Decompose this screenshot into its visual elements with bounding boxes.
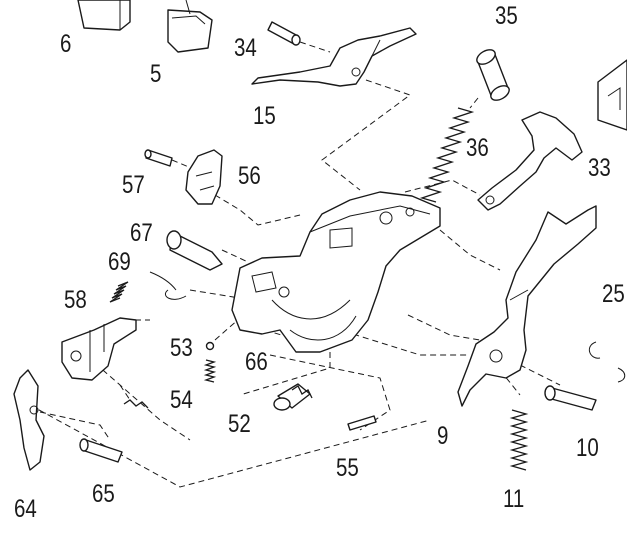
part-67-tube (166, 230, 223, 271)
clip (149, 271, 187, 300)
callout-11: 11 (503, 485, 525, 513)
callout-56: 56 (238, 162, 261, 190)
callout-65: 65 (92, 480, 115, 508)
callout-57: 57 (122, 171, 145, 199)
part-11-spring (509, 409, 529, 471)
callout-58: 58 (64, 286, 87, 314)
callout-64: 64 (14, 495, 37, 523)
part-52-plunger (273, 383, 313, 411)
callout-66: 66 (245, 348, 268, 376)
part-53-ball (205, 341, 215, 351)
callout-54: 54 (170, 386, 193, 414)
part-57-pin (144, 149, 173, 167)
part-35-cylinder (476, 49, 510, 101)
part-6-block (77, 0, 131, 31)
part-56-bracket (185, 149, 223, 205)
callout-5: 5 (150, 60, 162, 88)
callout-6: 6 (60, 30, 72, 58)
part-65-pin (79, 438, 123, 463)
part-5-block (167, 0, 213, 53)
part-9-lever (457, 205, 597, 407)
callout-69: 69 (108, 248, 131, 276)
part-64-trigger (13, 369, 45, 471)
part-25-fragment (597, 59, 627, 131)
callout-52: 52 (228, 410, 251, 438)
small-detent (123, 399, 149, 409)
callout-53: 53 (170, 334, 193, 362)
callout-10: 10 (576, 434, 599, 462)
part-34-pin (267, 21, 301, 46)
callout-25: 25 (602, 280, 625, 308)
part-54-spring (203, 359, 217, 383)
callout-9: 9 (437, 422, 449, 450)
part-55-pin (347, 415, 377, 431)
callout-67: 67 (130, 219, 153, 247)
callout-35: 35 (495, 2, 518, 30)
callout-33: 33 (588, 154, 611, 182)
part-15-lever (251, 27, 417, 87)
callout-36: 36 (466, 134, 489, 162)
part-58-assembly (61, 317, 137, 381)
part-10-pin (544, 341, 626, 411)
part-36-spring (419, 107, 475, 203)
frame-assembly (231, 191, 441, 353)
callout-55: 55 (336, 454, 359, 482)
callout-34: 34 (234, 34, 257, 62)
callout-15: 15 (253, 102, 276, 130)
part-33-hammer (477, 111, 583, 211)
part-69-spring (109, 281, 129, 303)
